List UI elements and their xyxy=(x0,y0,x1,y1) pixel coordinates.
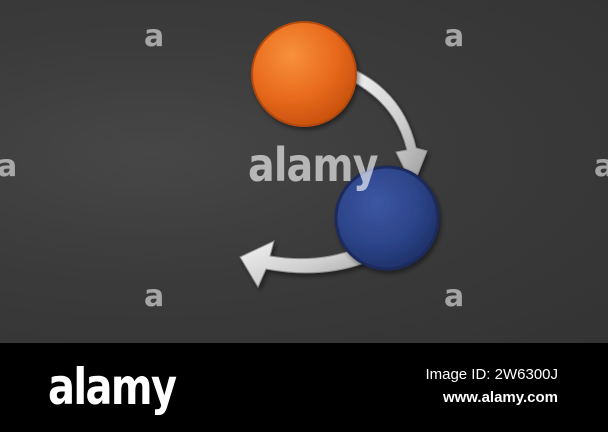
watermark-logo: alamy xyxy=(248,138,379,192)
cycle-diagram xyxy=(239,21,440,289)
watermark-glyph: a xyxy=(444,19,464,54)
blue-circle xyxy=(334,165,440,271)
attribution-banner: alamy Image ID: 2W6300J www.alamy.com xyxy=(0,343,608,432)
watermark-glyph: a xyxy=(444,279,464,314)
site-url-link[interactable]: www.alamy.com xyxy=(442,389,558,406)
watermark-glyph: a xyxy=(144,279,164,314)
watermark-glyph: a xyxy=(0,149,17,184)
watermark-glyph: a xyxy=(144,19,164,54)
orange-circle xyxy=(251,21,357,127)
image-id-text: Image ID: 2W6300J xyxy=(425,366,558,383)
curved-arrow-blue-outgoing xyxy=(239,240,365,289)
alamy-logo: alamy xyxy=(48,358,177,416)
image-canvas: a a a a a a alamy xyxy=(0,0,608,343)
curved-arrow-orange-to-blue xyxy=(349,69,428,188)
watermark-glyph: a xyxy=(594,149,608,184)
